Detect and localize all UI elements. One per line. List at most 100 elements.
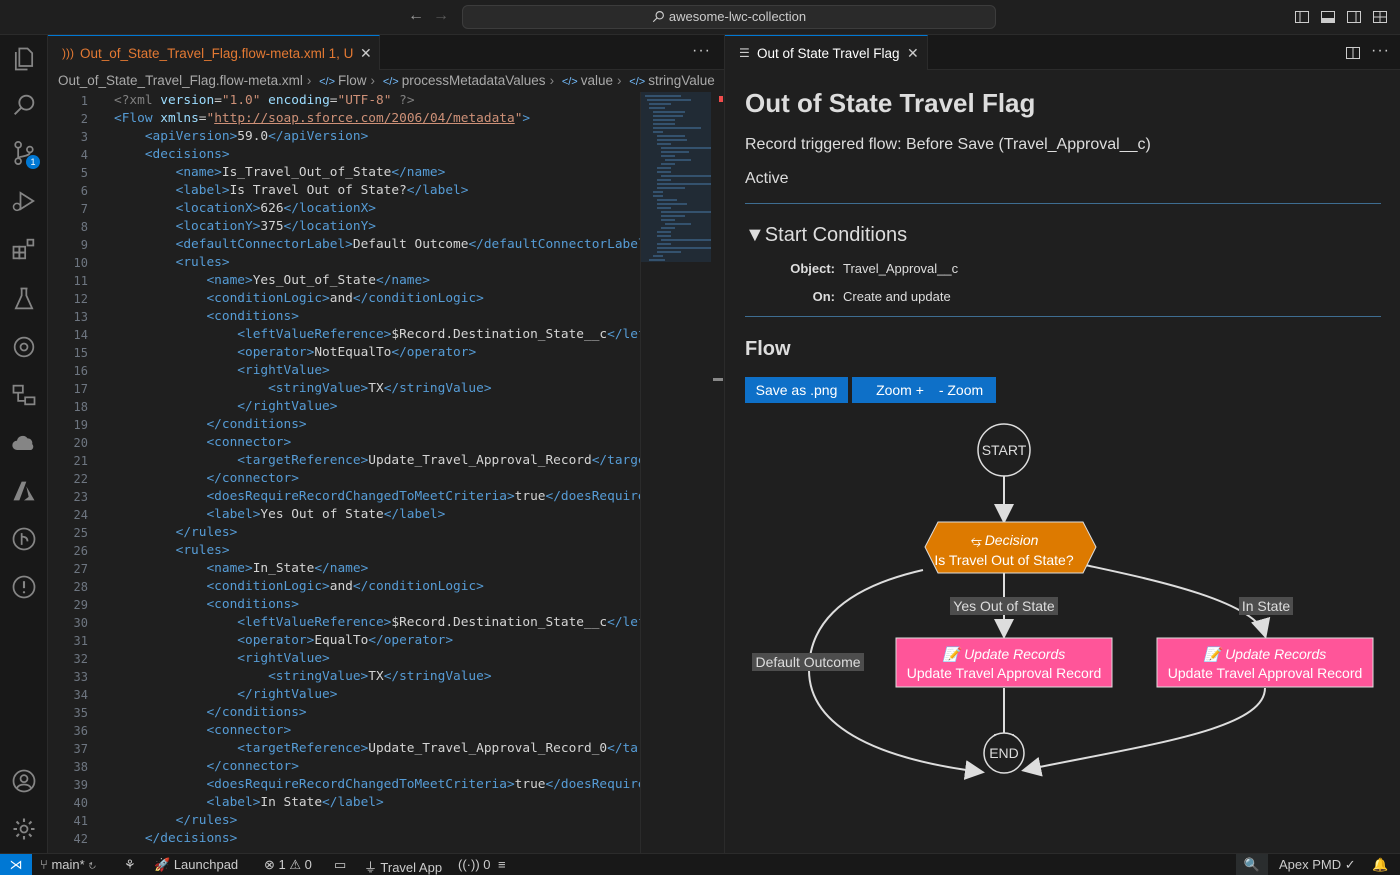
apex-pmd-indicator[interactable]: Apex PMD ✓ (1279, 857, 1356, 872)
update-records-node-1[interactable] (895, 637, 1113, 688)
menu-icon[interactable]: ≡ (498, 857, 506, 872)
run-debug-icon[interactable] (10, 187, 38, 215)
code-line[interactable]: 21 <targetReference>Update_Travel_Approv… (48, 452, 640, 470)
start-node[interactable] (977, 423, 1031, 477)
code-line[interactable]: 28 <conditionLogic>and</conditionLogic> (48, 578, 640, 596)
code-line[interactable]: 9 <defaultConnectorLabel>Default Outcome… (48, 236, 640, 254)
azure-icon[interactable] (10, 477, 38, 505)
code-line[interactable]: 10 <rules> (48, 254, 640, 272)
code-line[interactable]: 16 <rightValue> (48, 362, 640, 380)
remote-indicator-icon[interactable]: ⋊ (0, 854, 32, 875)
source-control-icon[interactable] (10, 139, 38, 167)
forward-arrow-icon[interactable]: → (433, 7, 449, 24)
accounts-icon[interactable] (10, 767, 38, 795)
breadcrumb-file[interactable]: Out_of_State_Travel_Flag.flow-meta.xml (58, 73, 303, 88)
save-png-button[interactable]: Save as .png (745, 377, 848, 403)
launchpad-item[interactable]: 🚀 Launchpad (154, 857, 239, 872)
code-line[interactable]: 33 <stringValue>TX</stringValue> (48, 668, 640, 686)
code-line[interactable]: 35 </conditions> (48, 704, 640, 722)
breadcrumb-flow[interactable]: Flow (338, 73, 367, 88)
more-actions-icon[interactable]: ··· (1371, 42, 1390, 59)
remote-explorer-icon[interactable] (10, 381, 38, 409)
search-icon[interactable] (10, 91, 38, 119)
close-icon[interactable]: ✕ (907, 45, 919, 61)
flow-diagram[interactable]: START ⥃ Decision Is Travel Out of State?… (725, 410, 1400, 810)
code-line[interactable]: 32 <rightValue> (48, 650, 640, 668)
testing-flask-icon[interactable] (10, 285, 38, 313)
git-graph-icon[interactable] (10, 525, 38, 553)
code-line[interactable]: 38 </connector> (48, 758, 640, 776)
code-text: <conditions> (206, 597, 299, 612)
breadcrumb-value[interactable]: value (580, 73, 614, 88)
tab-flow-preview[interactable]: ☰ Out of State Travel Flag ✕ (725, 35, 928, 70)
code-line[interactable]: 24 <label>Yes Out of State</label> (48, 506, 640, 524)
graph-icon[interactable]: ⚘ (124, 857, 136, 872)
minimap[interactable] (640, 92, 724, 853)
code-line[interactable]: 3 <apiVersion>59.0</apiVersion> (48, 128, 640, 146)
start-conditions-heading[interactable]: ▼Start Conditions (745, 224, 908, 246)
back-arrow-icon[interactable]: ← (408, 7, 424, 24)
code-line[interactable]: 40 <label>In State</label> (48, 794, 640, 812)
notifications-bell-icon[interactable]: 🔔 (1372, 857, 1389, 872)
code-line[interactable]: 19 </conditions> (48, 416, 640, 434)
breadcrumb-process-metadata[interactable]: processMetadataValues (401, 73, 546, 88)
window-icon[interactable]: ▭ (334, 857, 347, 872)
salesforce-cloud-icon[interactable] (10, 429, 38, 457)
code-line[interactable]: 13 <conditions> (48, 308, 640, 326)
close-icon[interactable]: ✕ (360, 45, 372, 61)
org-indicator[interactable]: ⏚ Travel App (364, 860, 443, 875)
problems-indicator[interactable]: ⊗ 1 ⚠ 0 (264, 857, 312, 872)
code-line[interactable]: 41 </rules> (48, 812, 640, 830)
end-node[interactable] (983, 732, 1025, 774)
code-line[interactable]: 20 <connector> (48, 434, 640, 452)
code-line[interactable]: 23 <doesRequireRecordChangedToMeetCriter… (48, 488, 640, 506)
code-line[interactable]: 30 <leftValueReference>$Record.Destinati… (48, 614, 640, 632)
code-line[interactable]: 11 <name>Yes_Out_of_State</name> (48, 272, 640, 290)
extensions-icon[interactable] (10, 235, 38, 263)
command-center-search[interactable]: awesome-lwc-collection (462, 5, 996, 29)
code-line[interactable]: 22 </connector> (48, 470, 640, 488)
zoom-icon[interactable]: 🔍 (1236, 854, 1268, 875)
code-line[interactable]: 17 <stringValue>TX</stringValue> (48, 380, 640, 398)
code-line[interactable]: 39 <doesRequireRecordChangedToMeetCriter… (48, 776, 640, 794)
code-line[interactable]: 12 <conditionLogic>and</conditionLogic> (48, 290, 640, 308)
toggle-secondary-sidebar-icon[interactable] (1346, 9, 1362, 25)
decision-node[interactable] (924, 521, 1097, 574)
code-line[interactable]: 15 <operator>NotEqualTo</operator> (48, 344, 640, 362)
code-line[interactable]: 7 <locationX>626</locationX> (48, 200, 640, 218)
branch-indicator[interactable]: ⑂ main* ↻ (40, 857, 97, 872)
code-line[interactable]: 25 </rules> (48, 524, 640, 542)
code-line[interactable]: 2<Flow xmlns="http://soap.sforce.com/200… (48, 110, 640, 128)
breadcrumb-string-value[interactable]: stringValue (648, 73, 715, 88)
zoom-out-button[interactable]: - Zoom (926, 377, 996, 403)
code-line[interactable]: 27 <name>In_State</name> (48, 560, 640, 578)
explorer-icon[interactable] (10, 45, 38, 73)
code-line[interactable]: 29 <conditions> (48, 596, 640, 614)
toggle-primary-sidebar-icon[interactable] (1294, 9, 1310, 25)
code-line[interactable]: 8 <locationY>375</locationY> (48, 218, 640, 236)
split-editor-icon[interactable] (1345, 45, 1361, 61)
code-line[interactable]: 31 <operator>EqualTo</operator> (48, 632, 640, 650)
minimap-slider[interactable] (713, 378, 723, 381)
settings-gear-icon[interactable] (10, 815, 38, 843)
code-line[interactable]: 42 </decisions> (48, 830, 640, 848)
org-browser-icon[interactable] (10, 333, 38, 361)
code-line[interactable]: 1<?xml version="1.0" encoding="UTF-8" ?> (48, 92, 640, 110)
code-line[interactable]: 14 <leftValueReference>$Record.Destinati… (48, 326, 640, 344)
code-line[interactable]: 18 </rightValue> (48, 398, 640, 416)
customize-layout-icon[interactable] (1372, 9, 1388, 25)
code-line[interactable]: 5 <name>Is_Travel_Out_of_State</name> (48, 164, 640, 182)
update-records-node-2[interactable] (1156, 637, 1374, 688)
code-line[interactable]: 4 <decisions> (48, 146, 640, 164)
code-editor[interactable]: 1<?xml version="1.0" encoding="UTF-8" ?>… (48, 92, 640, 853)
code-line[interactable]: 34 </rightValue> (48, 686, 640, 704)
tab-flow-meta-xml[interactable]: ))) Out_of_State_Travel_Flag.flow-meta.x… (48, 35, 380, 70)
problems-icon[interactable] (10, 573, 38, 601)
code-line[interactable]: 36 <connector> (48, 722, 640, 740)
toggle-panel-icon[interactable] (1320, 9, 1336, 25)
code-line[interactable]: 6 <label>Is Travel Out of State?</label> (48, 182, 640, 200)
code-line[interactable]: 26 <rules> (48, 542, 640, 560)
code-line[interactable]: 37 <targetReference>Update_Travel_Approv… (48, 740, 640, 758)
ports-indicator[interactable]: ((·)) 0 (458, 857, 491, 872)
more-actions-icon[interactable]: ··· (692, 42, 711, 59)
